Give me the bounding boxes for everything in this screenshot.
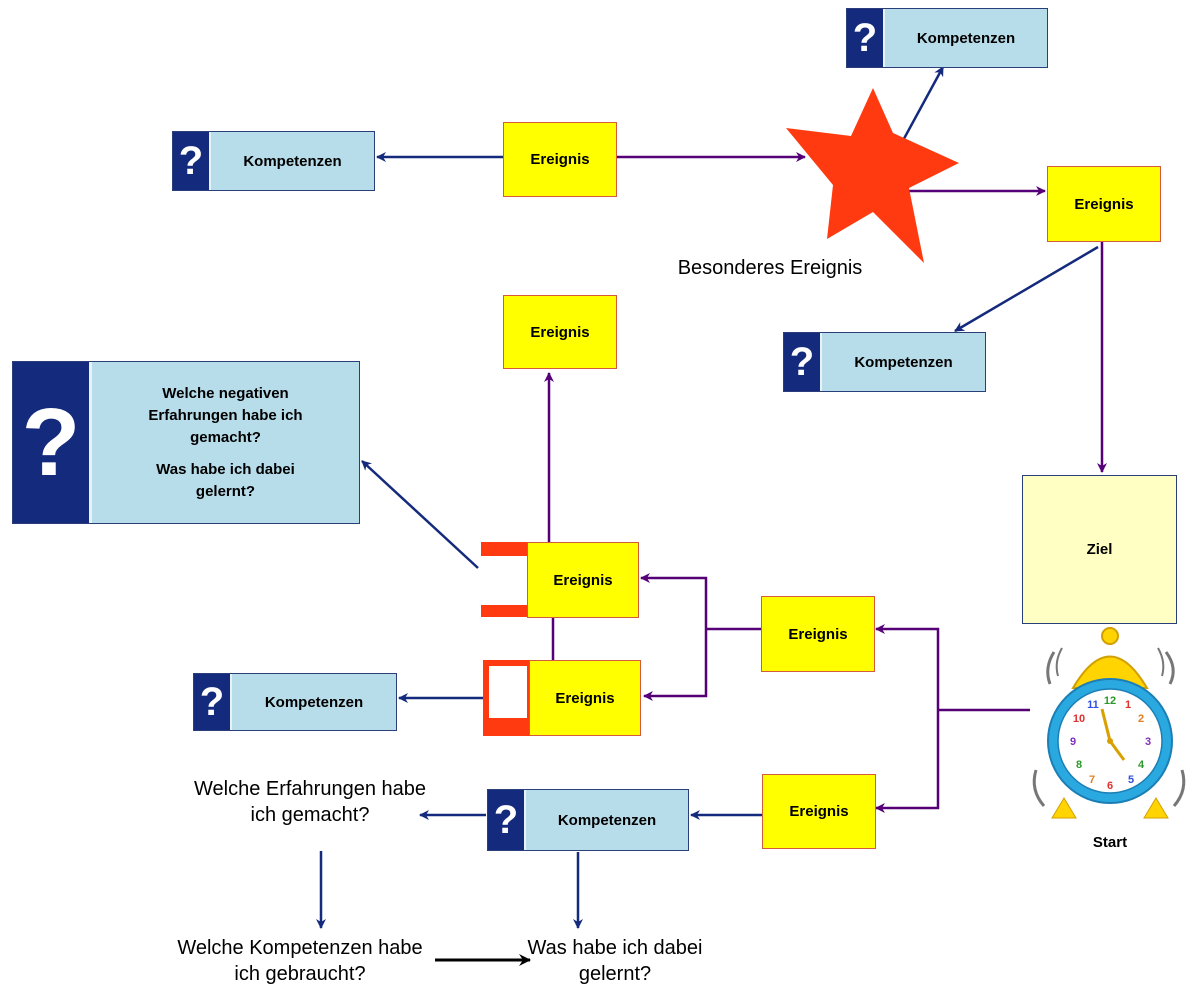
event-marker-strip (483, 718, 533, 736)
event-upper-middle: Ereignis (503, 295, 617, 369)
arrow-to-event-b (643, 629, 708, 701)
competence-label: Kompetenzen (557, 811, 657, 829)
reflection-question-learned: Was habe ich dabei gelernt? (156, 460, 295, 500)
event-center-right: Ereignis (761, 596, 875, 672)
competence-top-right: ? Kompetenzen (846, 8, 1048, 68)
arrow-to-lower-event (875, 710, 940, 813)
special-event-star (786, 88, 959, 263)
question-mark-icon: ? (488, 790, 526, 850)
event-marker-top-bar (481, 542, 527, 556)
arrow-star-to-competence (898, 66, 945, 147)
competence-label: Kompetenzen (854, 353, 953, 371)
competence-label: Kompetenzen (264, 693, 364, 711)
event-marker-bottom-bar (481, 605, 527, 617)
start-label: Start (1092, 834, 1128, 851)
svg-text:2: 2 (1138, 713, 1144, 725)
reflection-box: ? Welche negativen Erfahrungen habe ich … (12, 361, 360, 524)
event-top-center: Ereignis (503, 122, 617, 197)
event-center-a: Ereignis (527, 542, 639, 618)
alarm-clock-icon: 12 1 2 3 4 5 6 7 8 9 10 11 (1032, 627, 1186, 819)
competence-left-bottom: ? Kompetenzen (193, 673, 397, 731)
competence-right-middle: ? Kompetenzen (783, 332, 986, 392)
event-right: Ereignis (1047, 166, 1161, 242)
question-mark-icon: ? (847, 9, 885, 67)
question-mark-icon: ? (13, 362, 92, 523)
svg-text:9: 9 (1070, 736, 1076, 748)
event-center-b: Ereignis (529, 660, 641, 736)
svg-text:4: 4 (1138, 759, 1145, 771)
svg-text:3: 3 (1145, 736, 1151, 748)
competence-label: Kompetenzen (916, 29, 1016, 47)
arrow-to-event-a (640, 573, 708, 629)
svg-text:12: 12 (1104, 695, 1116, 707)
special-event-label: Besonderes Ereignis (677, 257, 863, 279)
svg-text:6: 6 (1107, 780, 1113, 792)
question-mark-icon: ? (173, 132, 211, 190)
question-mark-icon: ? (784, 333, 822, 391)
svg-text:11: 11 (1087, 699, 1099, 711)
svg-text:8: 8 (1076, 759, 1082, 771)
competence-left-top: ? Kompetenzen (172, 131, 375, 191)
competence-label: Kompetenzen (243, 152, 342, 170)
experiences-question: Welche Erfahrungen habe ich gemacht? (193, 778, 426, 826)
learned-question: Was habe ich dabei gelernt? (527, 937, 703, 985)
reflection-question-negative: Welche negativen Erfahrungen habe ich ge… (148, 384, 303, 446)
svg-text:7: 7 (1089, 774, 1095, 786)
arrow-to-reflection-box (361, 460, 479, 569)
svg-text:10: 10 (1073, 713, 1085, 725)
arrow-event-to-competence-right (954, 245, 1099, 333)
question-mark-icon: ? (194, 674, 232, 730)
goal-box: Ziel (1022, 475, 1177, 624)
arrow-to-upper-event (875, 624, 940, 710)
event-bottom-right: Ereignis (762, 774, 876, 849)
competences-used-question: Welche Kompetenzen habe ich gebraucht? (177, 937, 423, 985)
competence-bottom: ? Kompetenzen (487, 789, 689, 851)
svg-text:5: 5 (1128, 774, 1134, 786)
svg-text:1: 1 (1125, 699, 1131, 711)
